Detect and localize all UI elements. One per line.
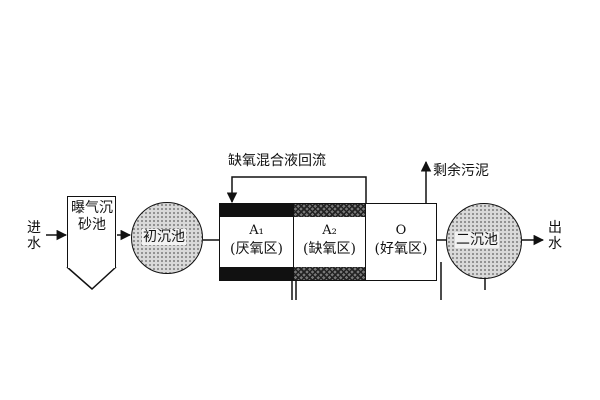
grit-chamber-label: 曝气沉砂池 bbox=[71, 200, 113, 233]
inflow-label: 进水 bbox=[27, 220, 41, 252]
anoxic-zone-name: A₂ bbox=[322, 223, 337, 238]
primary-clarifier-label: 初沉池 bbox=[142, 229, 186, 245]
internal-return-loop bbox=[226, 176, 367, 204]
aerobic-zone: O (好氧区) bbox=[366, 204, 436, 280]
aerated-grit-chamber bbox=[67, 196, 116, 268]
grit-hopper-bottom bbox=[66, 266, 117, 291]
anoxic-zone: A₂ (缺氧区) bbox=[293, 204, 366, 280]
anaerobic-zone-name: A₁ bbox=[249, 223, 264, 238]
aerobic-zone-name: O bbox=[395, 223, 407, 238]
anoxic-top-band bbox=[294, 204, 365, 217]
excess-sludge-label: 剩余污泥 bbox=[433, 163, 489, 179]
a2o-reactor: A₁ (厌氧区) A₂ (缺氧区) O (好氧区) bbox=[219, 203, 437, 281]
anaerobic-zone-desc: (厌氧区) bbox=[230, 241, 283, 257]
anaerobic-zone: A₁ (厌氧区) bbox=[220, 204, 293, 280]
aerobic-zone-desc: (好氧区) bbox=[374, 241, 428, 257]
anoxic-bottom-band bbox=[294, 267, 365, 280]
secondary-clarifier-label: 二沉池 bbox=[455, 232, 499, 248]
internal-return-label: 缺氧混合液回流 bbox=[228, 153, 326, 169]
outflow-label: 出水 bbox=[548, 220, 562, 252]
anoxic-zone-desc: (缺氧区) bbox=[303, 241, 356, 257]
anaerobic-top-band bbox=[220, 204, 293, 217]
anaerobic-bottom-band bbox=[220, 267, 293, 280]
